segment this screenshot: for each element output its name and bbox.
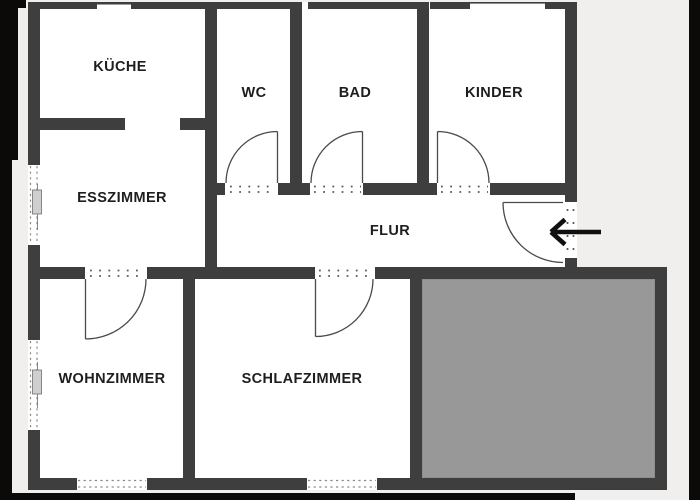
room-label-wc: WC: [241, 85, 267, 101]
doors: [84, 130, 564, 340]
window-glass-lines: [29, 166, 376, 488]
room-label-schlafzimmer: SCHLAFZIMMER: [241, 371, 363, 387]
door-bad: [310, 130, 364, 184]
door-entrance: [502, 201, 564, 264]
room-label-kinder: KINDER: [465, 85, 523, 101]
door-threshold-dots: [90, 185, 575, 277]
highlighted-room: [421, 278, 656, 479]
room-label-bad: BAD: [338, 85, 372, 101]
room-label-kueche: KÜCHE: [93, 59, 147, 75]
room-label-esszimmer: ESSZIMMER: [77, 190, 167, 206]
room-label-flur: FLUR: [369, 223, 411, 239]
room-label-wohnzimmer: WOHNZIMMER: [58, 371, 166, 387]
window-handles: [32, 184, 42, 408]
walls: [28, 2, 667, 490]
door-wohnzimmer: [84, 278, 147, 340]
entrance-arrow-icon: [549, 217, 601, 247]
door-kinder: [436, 130, 490, 184]
door-schlafzimmer: [314, 278, 374, 338]
door-wc: [225, 130, 279, 184]
